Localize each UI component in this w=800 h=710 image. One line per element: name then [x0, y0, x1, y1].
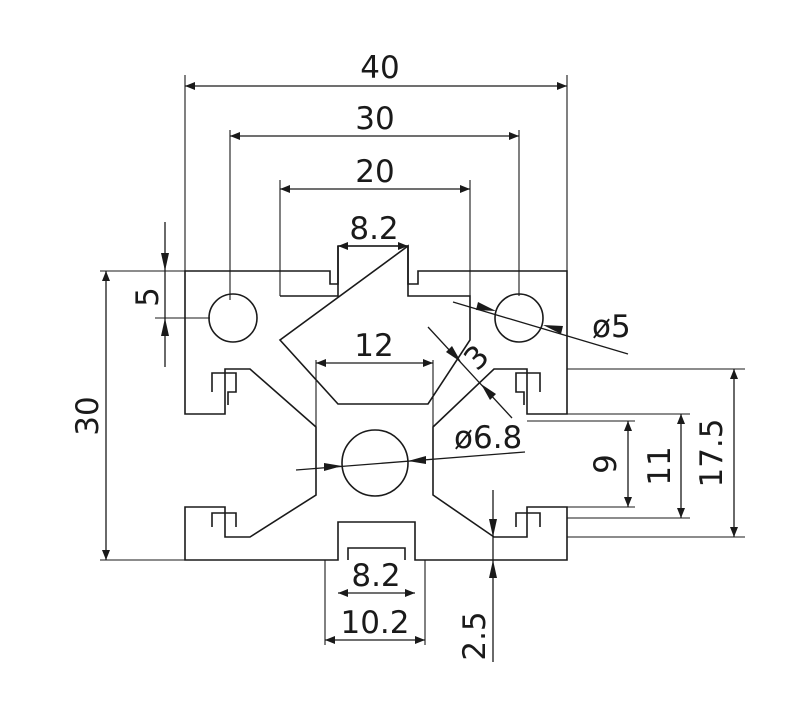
label-5: 5	[130, 287, 166, 307]
label-2-5: 2.5	[457, 611, 493, 660]
small-hole-left	[208, 293, 258, 343]
corner-slot-top-right	[515, 372, 541, 405]
label-30-vertical: 30	[70, 396, 106, 435]
dimension-labels: 40 30 20 8.2 12 5 30 ø5 3 ø6.8 9 11 17.5…	[70, 50, 730, 661]
label-hole-small: ø5	[592, 309, 631, 345]
label-8-2-bottom: 8.2	[351, 558, 400, 594]
profile-contour	[184, 245, 568, 561]
upper-inner-pocket	[278, 244, 471, 405]
corner-slot-top-left	[211, 372, 237, 405]
dimension-lines	[102, 82, 738, 662]
label-30-horizontal: 30	[355, 101, 394, 137]
label-12: 12	[354, 328, 393, 364]
label-11: 11	[642, 446, 678, 485]
center-hole	[341, 429, 409, 497]
small-hole-right	[494, 293, 544, 343]
label-8-2-top: 8.2	[349, 211, 398, 247]
profile-outline	[184, 244, 568, 561]
label-17-5: 17.5	[694, 418, 730, 487]
label-hole-center: ø6.8	[454, 420, 522, 456]
bottom-slot-inner	[347, 547, 406, 560]
label-9: 9	[588, 454, 624, 474]
leader-hole-small	[452, 301, 629, 355]
label-40: 40	[360, 50, 399, 86]
label-20: 20	[355, 154, 394, 190]
corner-slot-bottom-right	[515, 512, 541, 527]
label-10-2: 10.2	[340, 605, 409, 641]
extension-lines	[100, 75, 745, 645]
dim-line-3	[427, 326, 513, 419]
corner-slot-bottom-left	[211, 512, 237, 527]
